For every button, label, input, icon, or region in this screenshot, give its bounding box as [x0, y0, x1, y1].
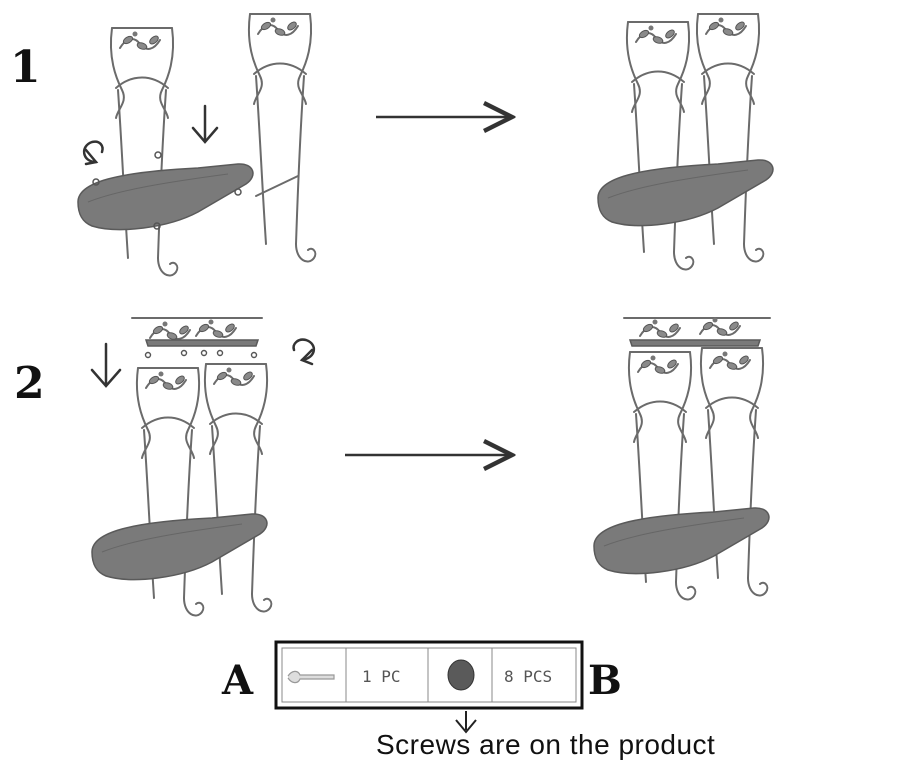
step-1-down-arrow-icon [193, 106, 217, 142]
screw-quantity: 8 PCS [504, 667, 552, 686]
step-1-before-figure [78, 14, 315, 276]
step-2-after-figure [594, 318, 770, 600]
screw-icon [448, 660, 474, 690]
parts-letter-b: B [588, 657, 622, 704]
step-1-after-figure [598, 14, 773, 270]
step-1: 1 [10, 14, 773, 276]
step-2-rotate-icon [294, 340, 314, 364]
step-1-rotate-icon [84, 142, 102, 164]
wrench-quantity: 1 PC [362, 667, 401, 686]
screw-note: Screws are on the product [376, 729, 715, 760]
step-2-before-figure [92, 318, 314, 616]
step-2: 2 [14, 318, 770, 616]
step-1-number: 1 [10, 42, 41, 93]
parts-letter-a: A [221, 657, 254, 704]
step-2-number: 2 [14, 358, 45, 409]
step-2-down-arrow-icon [92, 344, 120, 386]
parts-legend: A 1 PC 8 PCS B Screws are on the product [221, 642, 715, 760]
